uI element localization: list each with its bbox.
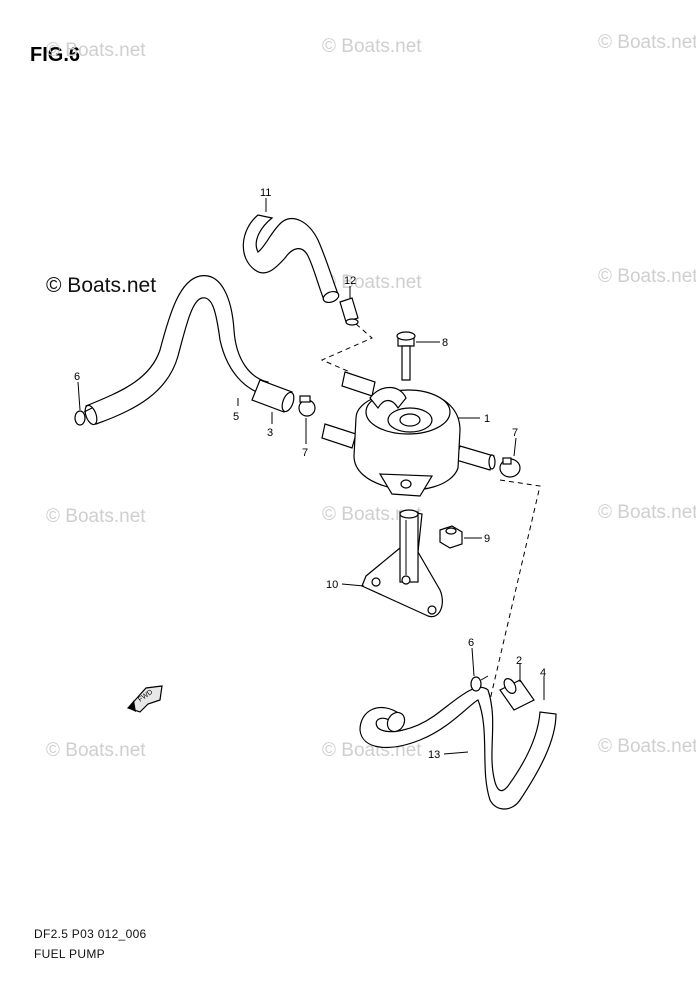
fwd-arrow-icon: FWD — [126, 685, 163, 713]
callout-6b: 6 — [468, 637, 474, 649]
clamp-7-right — [499, 457, 521, 478]
figure-code: DF2.5 P03 012_006 — [34, 927, 147, 941]
clip-6-left — [74, 407, 93, 426]
watermark: © Boats.net — [598, 736, 696, 757]
bolt-8 — [396, 331, 416, 381]
callout-6a: 6 — [74, 371, 80, 383]
callout-9: 9 — [484, 533, 490, 545]
bracket-10 — [361, 509, 443, 618]
watermark: © Boats.net — [46, 274, 157, 297]
watermark: © Boats.net — [322, 272, 422, 293]
watermark: © Boats.net — [46, 40, 146, 61]
watermark: © Boats.net — [598, 266, 696, 287]
nut-9 — [439, 525, 463, 549]
watermark: © Boats.net — [46, 740, 146, 761]
callout-1: 1 — [484, 413, 490, 425]
connection-line — [320, 323, 373, 373]
watermark: © Boats.net — [46, 506, 146, 527]
watermark: © Boats.net — [322, 504, 422, 525]
callout-8: 8 — [442, 337, 448, 349]
watermark: © Boats.net — [322, 36, 422, 57]
hose-3 — [251, 379, 295, 413]
callout-7b: 7 — [512, 427, 518, 439]
clip-6-bottom — [470, 675, 489, 692]
callout-7a: 7 — [302, 447, 308, 459]
callout-13: 13 — [428, 749, 440, 761]
watermark: © Boats.net — [598, 32, 696, 53]
hose-11 — [242, 214, 340, 304]
clamp-7-left — [298, 395, 316, 417]
callout-4: 4 — [540, 667, 546, 679]
fuel-pump-body — [321, 371, 496, 497]
hose-13 — [359, 686, 557, 810]
leader-lines — [77, 198, 545, 755]
figure-title: FIG.6 — [30, 44, 81, 66]
figure-name: FUEL PUMP — [34, 947, 105, 961]
callout-3: 3 — [267, 427, 273, 439]
callout-11: 11 — [260, 187, 271, 199]
hose-2 — [499, 678, 535, 711]
connection-line — [489, 479, 541, 701]
callout-5: 5 — [233, 411, 239, 423]
hose-5 — [84, 275, 273, 426]
callout-10: 10 — [326, 579, 338, 591]
watermark: © Boats.net — [598, 502, 696, 523]
callout-12: 12 — [344, 275, 356, 287]
callout-2: 2 — [516, 655, 522, 667]
part-12-fitting — [339, 297, 359, 326]
